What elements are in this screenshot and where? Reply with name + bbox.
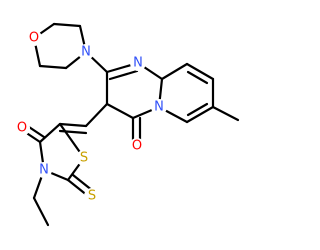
atom-mask: [129, 138, 145, 154]
atom-s-ring: S: [80, 151, 88, 166]
bond: [186, 70, 209, 85]
atom-n-fused: N: [154, 100, 164, 115]
atom-s-thione: S: [88, 189, 96, 204]
molecule-canvas: O N N N O O N S S: [14, 22, 240, 227]
atom-mask: [14, 120, 30, 136]
bond: [185, 105, 215, 124]
atom-mask: [78, 44, 94, 60]
atom-mask: [26, 30, 42, 46]
bond: [38, 64, 68, 70]
bond: [32, 196, 50, 227]
atom-n-pyrimidine: N: [133, 56, 143, 71]
atom-o-thiazolidinone: O: [17, 121, 27, 136]
bond: [108, 69, 139, 81]
bond: [105, 102, 135, 120]
bond: [211, 105, 240, 122]
atom-mask: [36, 162, 52, 178]
bond: [185, 62, 215, 81]
atom-n-morpholine: N: [81, 45, 91, 60]
atom-o-carbonyl: O: [132, 139, 142, 154]
bond: [160, 62, 189, 81]
atom-o-morpholine: O: [29, 31, 39, 46]
atom-mask: [130, 55, 146, 71]
bond: [186, 102, 209, 117]
bond: [84, 102, 109, 128]
bond: [58, 122, 88, 128]
atom-mask: [151, 99, 167, 115]
bond: [52, 22, 82, 28]
molecule-structure: O N N N O O N S S: [14, 22, 240, 227]
atom-mask: [84, 188, 100, 204]
bond: [71, 173, 95, 193]
bond-lines: [20, 22, 240, 227]
bond: [38, 122, 62, 144]
atom-labels: O N N N O O N S S: [14, 30, 167, 204]
atom-n-thiazolidinone: N: [39, 163, 49, 178]
atom-mask: [76, 150, 92, 166]
